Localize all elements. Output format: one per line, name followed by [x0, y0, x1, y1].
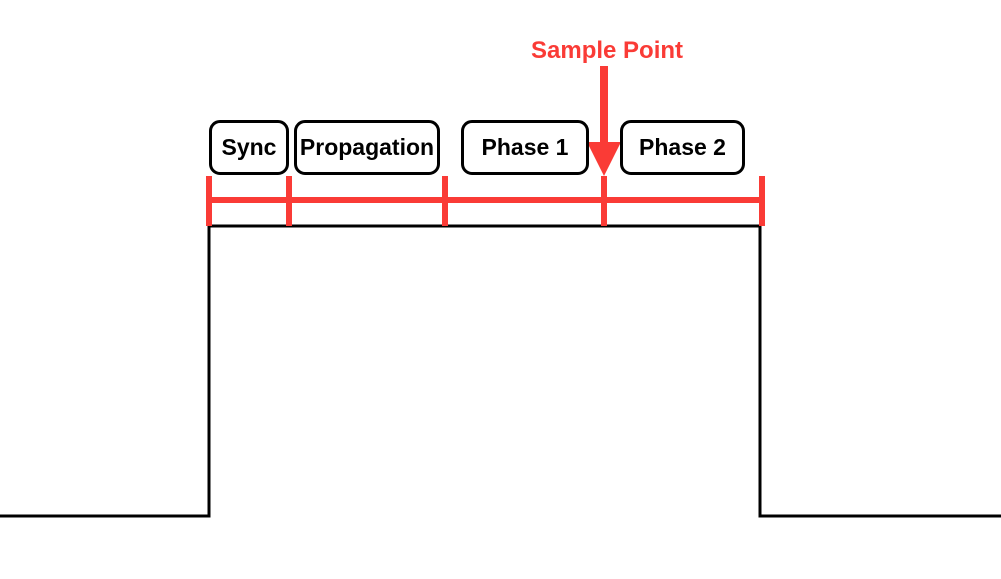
segment-box-phase-2[interactable]: Phase 2: [620, 120, 745, 175]
segment-box-sync[interactable]: Sync: [209, 120, 289, 175]
segment-box-propagation[interactable]: Propagation: [294, 120, 440, 175]
sample-point-arrow: [587, 66, 621, 176]
waveform-group: [0, 224, 1001, 518]
sample-point-label: Sample Point: [531, 37, 684, 64]
sample-point-arrow-shaft: [600, 66, 608, 142]
segment-label-phase-1: Phase 1: [481, 134, 569, 160]
segment-label-phase-2: Phase 2: [639, 134, 726, 160]
segment-box-phase-1[interactable]: Phase 1: [461, 120, 589, 175]
segment-label-propagation: Propagation: [299, 134, 435, 160]
waveform-bit-pulse: [0, 224, 1001, 518]
sample-point-arrow-head: [587, 142, 621, 176]
segment-label-sync: Sync: [221, 134, 277, 160]
timeline-group: [206, 176, 765, 226]
